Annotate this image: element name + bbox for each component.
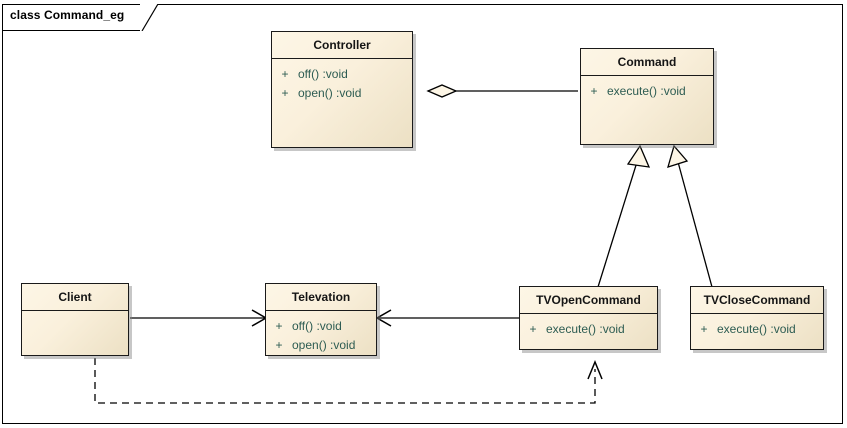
member-visibility: +: [281, 67, 289, 81]
diagram-frame: [2, 4, 843, 424]
class-box-controller[interactable]: Controller + off() :void + open() :void: [271, 31, 413, 148]
member-signature: execute() :void: [546, 322, 625, 336]
class-box-televation[interactable]: Televation + off() :void + open() :void: [265, 283, 377, 356]
member-signature: open() :void: [298, 86, 362, 100]
class-name-tvopencommand: TVOpenCommand: [520, 287, 657, 314]
diagram-frame-title: class Command_eg: [10, 8, 125, 22]
class-member: + execute() :void: [520, 320, 657, 339]
member-visibility: +: [275, 338, 283, 352]
member-signature: open() :void: [292, 338, 356, 352]
class-box-client[interactable]: Client: [21, 283, 129, 356]
diagram-frame-tab-corner: [140, 4, 160, 31]
member-signature: execute() :void: [607, 84, 686, 98]
class-member: + off() :void: [266, 317, 376, 336]
member-signature: execute() :void: [717, 322, 796, 336]
class-member: + open() :void: [266, 336, 376, 355]
class-members-command: + execute() :void: [581, 76, 713, 101]
class-name-televation: Televation: [266, 284, 376, 311]
class-member: + open() :void: [272, 84, 412, 103]
member-visibility: +: [529, 322, 537, 336]
class-member: + execute() :void: [581, 82, 713, 101]
class-member: + execute() :void: [691, 320, 823, 339]
class-members-televation: + off() :void + open() :void: [266, 311, 376, 355]
class-member: + off() :void: [272, 65, 412, 84]
member-visibility: +: [590, 84, 598, 98]
diagram-frame-tab: [2, 4, 160, 31]
class-name-tvclosecommand: TVCloseCommand: [691, 287, 823, 314]
member-visibility: +: [275, 319, 283, 333]
class-members-tvclosecommand: + execute() :void: [691, 314, 823, 339]
member-visibility: +: [700, 322, 708, 336]
member-visibility: +: [281, 86, 289, 100]
class-box-tvopencommand[interactable]: TVOpenCommand + execute() :void: [519, 286, 658, 350]
diagram-frame-tab-underline: [2, 30, 142, 31]
class-name-controller: Controller: [272, 32, 412, 59]
member-signature: off() :void: [298, 67, 348, 81]
class-members-controller: + off() :void + open() :void: [272, 59, 412, 103]
class-name-command: Command: [581, 49, 713, 76]
member-signature: off() :void: [292, 319, 342, 333]
class-box-tvclosecommand[interactable]: TVCloseCommand + execute() :void: [690, 286, 824, 350]
class-name-client: Client: [22, 284, 128, 311]
class-members-tvopencommand: + execute() :void: [520, 314, 657, 339]
class-members-client: [22, 311, 128, 317]
class-box-command[interactable]: Command + execute() :void: [580, 48, 714, 145]
